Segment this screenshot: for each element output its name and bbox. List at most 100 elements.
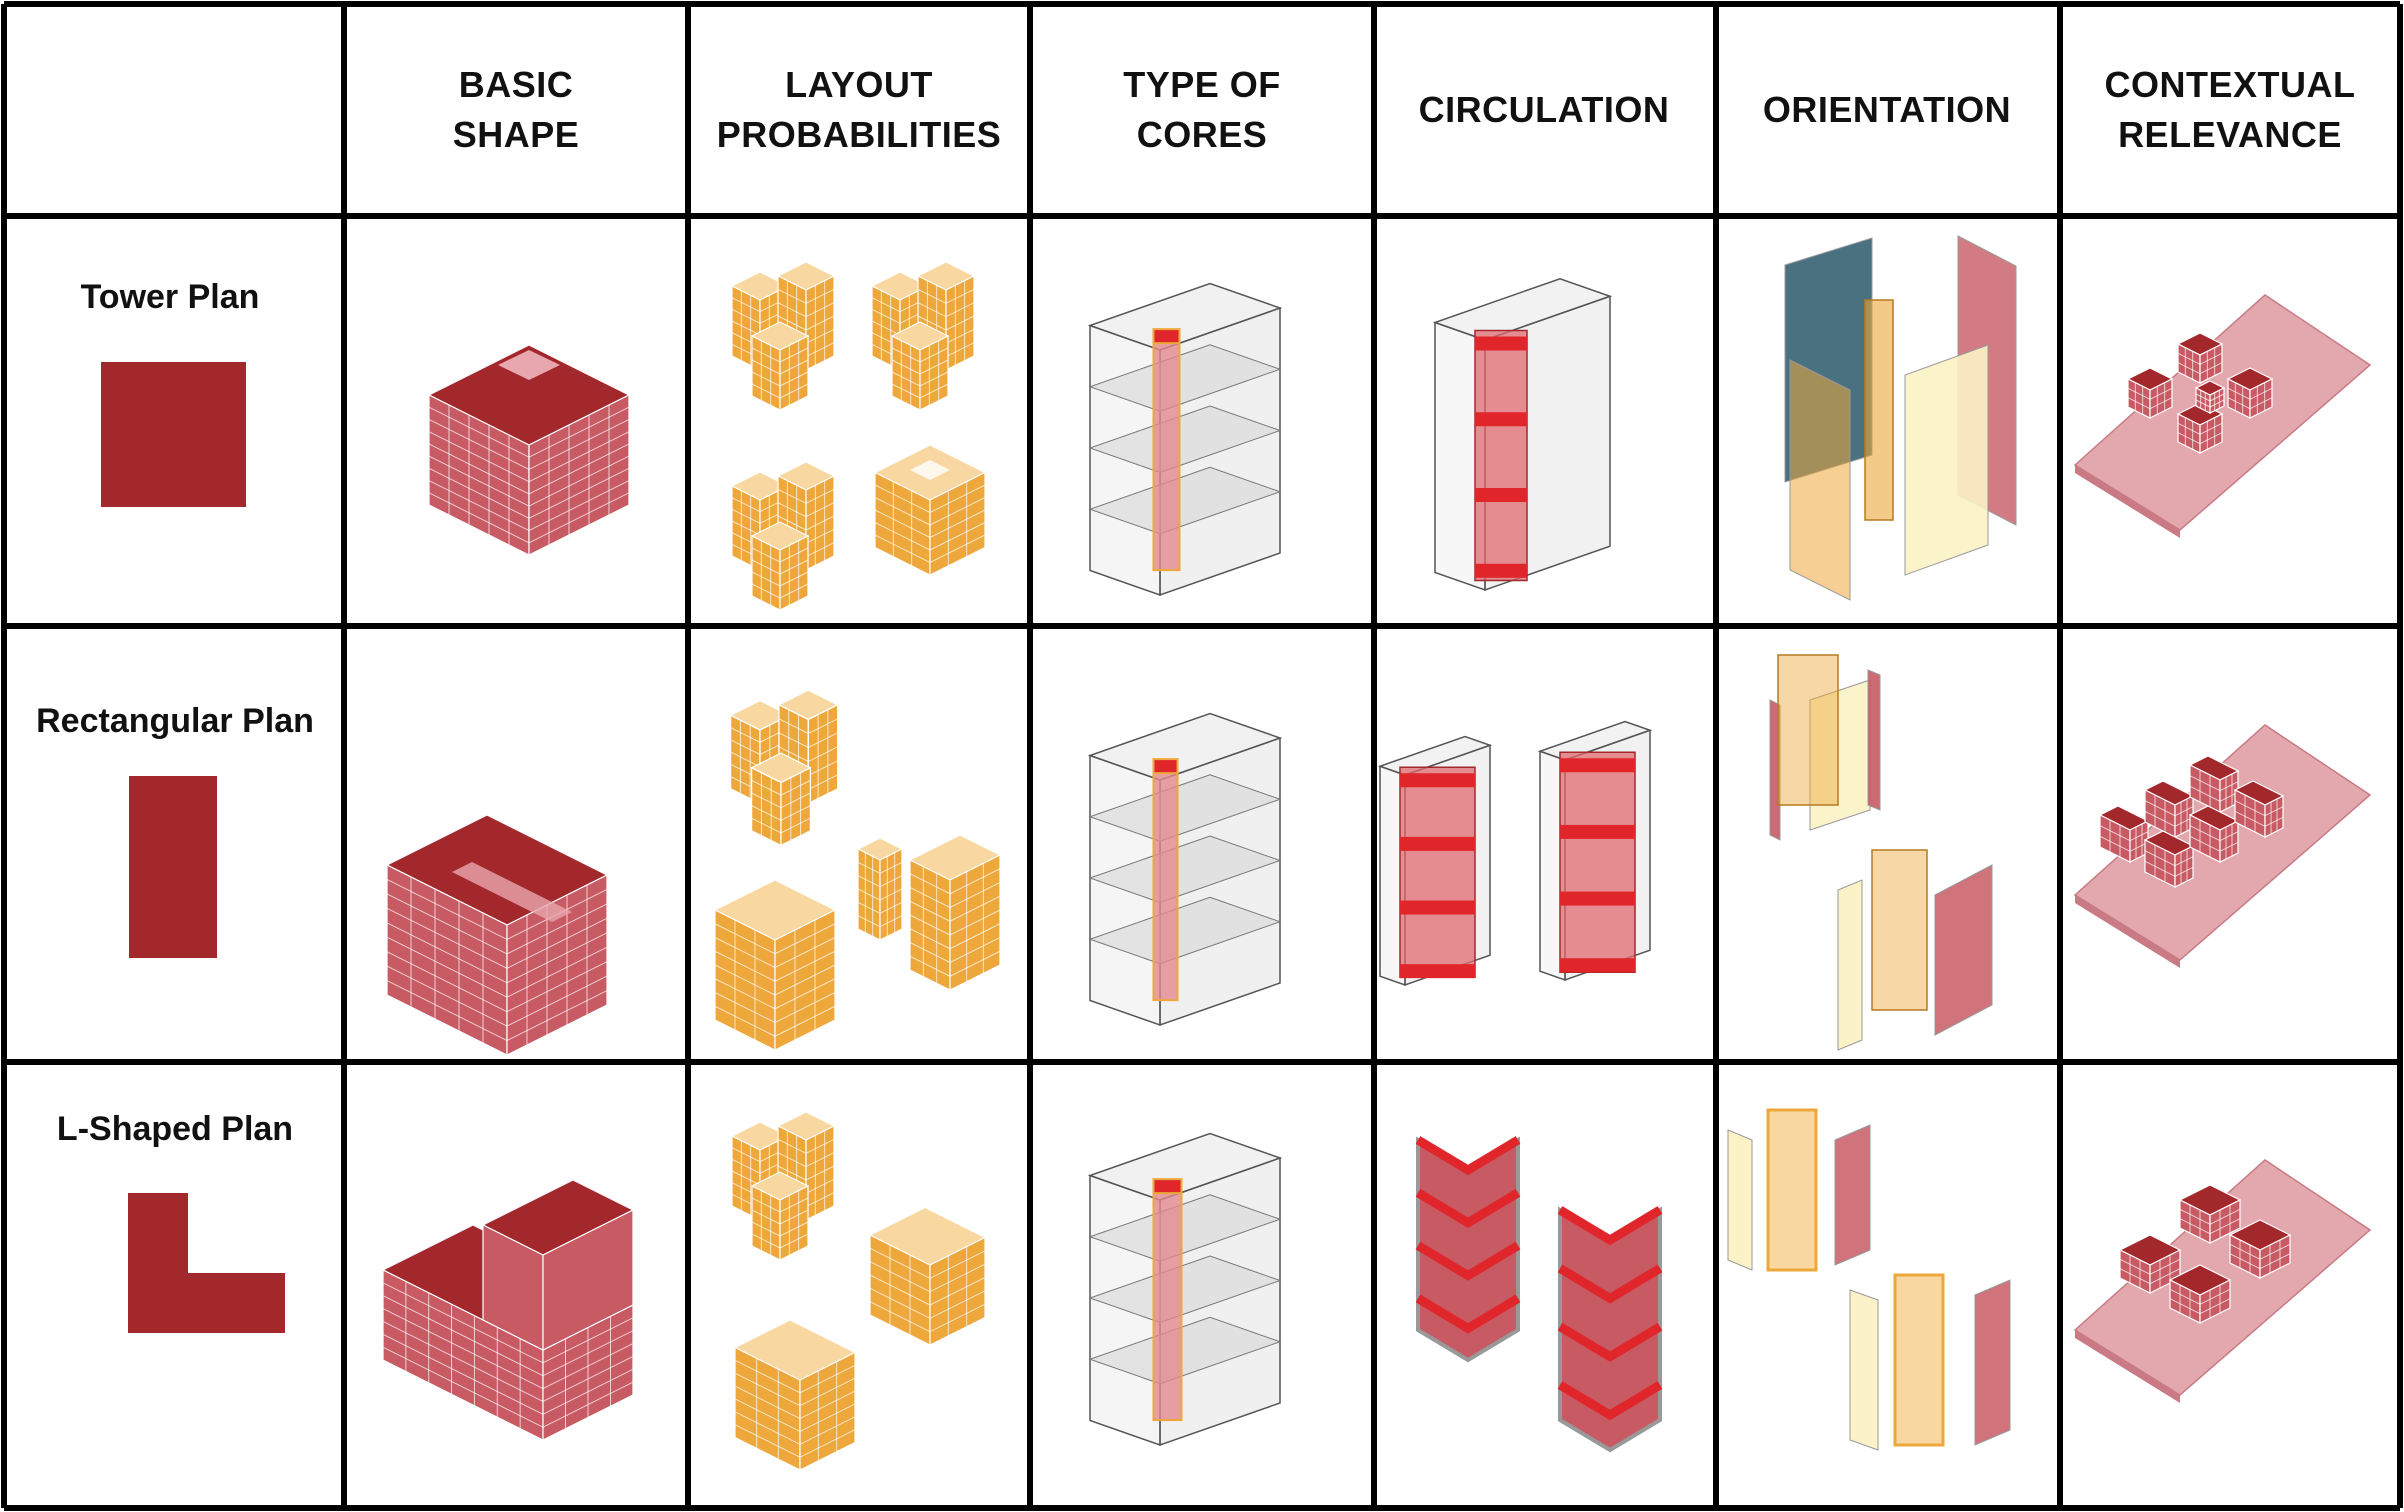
basic-shape-l-shaped [381,1179,635,1441]
l-shaped-plan-poly [128,1193,285,1333]
o2-red-c [1934,864,1993,1036]
o2-core-b [1871,849,1928,1011]
o1-amber [1789,359,1851,601]
bs3b-right [542,1209,634,1351]
core-l-core-top [1152,1178,1183,1195]
orientation-rect [1769,654,1993,1051]
rectangular-plan-rect [129,776,217,958]
circ-rect-b-landing-2 [1560,891,1635,906]
layout-l-a-b3-right [779,1185,809,1261]
orientation-l [1727,1108,2011,1451]
circ-tower-core [1474,329,1528,582]
o3-red-b [1974,1279,2011,1446]
layout-tower-c [730,461,836,611]
context-l-plate-edge [2075,1330,2180,1403]
circ-l-a-chev-1 [1415,1188,1521,1229]
rectangular-plan-shape [129,776,217,958]
core-l-slab-1 [1088,1194,1282,1262]
core-rect-core [1152,764,1179,1002]
core-tower-slab-3 [1088,466,1282,535]
orientation-tower [1784,235,2017,601]
core-rect [1087,712,1283,1027]
circ-l-b-chev-2 [1557,1322,1663,1362]
context-tower [2073,294,2372,538]
core-tower-slab-1 [1088,344,1282,412]
layout-l-a [730,1111,836,1261]
header-basic-shape: BASIC SHAPE [452,64,580,155]
core-rect-slab-1 [1088,774,1282,842]
circ-rect-b [1537,720,1653,982]
circ-l-b-chev-1 [1557,1264,1663,1304]
layout-tower-b [870,261,976,411]
o2-yellow-b [1837,879,1863,1051]
basic-shape-rectangular [385,814,609,1056]
circ-l-a-chev-2 [1415,1241,1521,1281]
context-rect [2073,724,2372,968]
lt4-court [910,460,950,480]
core-tower-slab-2 [1088,405,1282,474]
o3-yellow-b [1849,1289,1879,1451]
core-l-top-face [1087,1132,1283,1201]
circ-rect-b-landing-3 [1560,958,1635,973]
layout-rect-a [729,689,840,847]
core-l-slab-2 [1088,1255,1282,1324]
core-tower-core-top [1152,328,1181,345]
circ-l-b-chev-3 [1557,1381,1663,1421]
o1-yellow [1904,344,1989,576]
circ-l-b-chev-0 [1557,1206,1663,1246]
circ-rect-a-landing-1 [1400,836,1475,851]
circ-rect-b-top-face [1537,720,1653,761]
layout-l-b [868,1206,987,1346]
layout-l-c [733,1319,857,1471]
bs1-courtyard [498,350,560,380]
circ-l-a-chev-0 [1415,1136,1521,1176]
circ-tower-landing-0 [1475,336,1527,351]
o3-core-a [1766,1108,1818,1272]
core-l [1087,1132,1283,1447]
layout-tower-d [873,444,987,576]
circ-tower-landing-2 [1475,488,1527,503]
core-rect-core-top [1152,758,1179,775]
circ-rect-a-landing-0 [1400,773,1475,788]
circ-rect-b-landing-0 [1560,758,1635,773]
core-l-slab-3 [1088,1316,1282,1385]
context-tower-plate-edge [2075,465,2180,538]
header-type-of-cores: TYPE OF CORES [1123,64,1281,155]
basic-shape-tower [427,344,631,556]
tower-plan-shape [101,362,246,507]
core-rect-slab-3 [1088,896,1282,965]
o3-yellow-a [1727,1129,1753,1271]
header-contextual-relevance: CONTEXTUAL RELEVANCE [2104,64,2356,155]
header-orientation: ORIENTATION [1762,89,2012,130]
layout-tower-b-b3-right [919,335,949,411]
core-rect-slab-2 [1088,835,1282,904]
header-layout-probabilities: LAYOUT PROBABILITIES [716,64,1002,155]
context-l [2073,1159,2372,1403]
o2-core-a [1777,654,1839,806]
circ-l-a-chev-3 [1415,1294,1521,1334]
core-l-core [1152,1184,1183,1422]
circ-rect-a-landing-3 [1400,964,1475,979]
circ-rect-b-core [1559,751,1636,973]
circ-rect-a-landing-2 [1400,900,1475,915]
layout-rect-c [713,879,837,1051]
layout-rect-b [856,834,1002,991]
core-tower-top-face [1087,282,1283,351]
circ-tower-top-face [1432,277,1613,341]
bs2-stripe [452,862,572,922]
o1-core [1864,299,1894,521]
o2-yellow-a [1809,679,1871,831]
circ-rect-b-landing-1 [1560,824,1635,839]
tower-plan-square [101,362,246,507]
row-label-l-shaped-plan: L-Shaped Plan [56,1110,294,1148]
circ-rect-a [1377,735,1493,987]
circ-tower-landing-3 [1475,563,1527,578]
header-circulation: CIRCULATION [1418,89,1670,130]
row-label-rectangular-plan: Rectangular Plan [36,702,314,740]
circ-rect-a-top-face [1377,735,1493,776]
circ-l-b [1557,1206,1663,1453]
l-shaped-plan-shape [128,1193,285,1333]
circ-tower [1432,277,1613,592]
